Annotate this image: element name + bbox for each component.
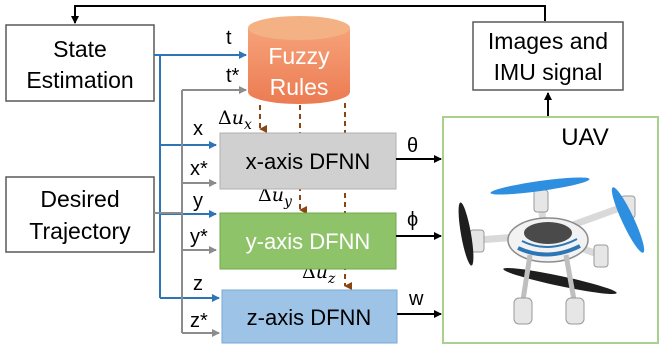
y-axis-dfnn-label: y-axis DFNN — [246, 229, 371, 254]
x-axis-dfnn-label: x-axis DFNN — [246, 149, 371, 174]
phi-label: ϕ — [407, 209, 418, 231]
reference-signal-lines — [154, 86, 247, 337]
z-axis-dfnn-block: z-axis DFNN — [221, 289, 398, 344]
fuzzy-rules-label-1: Fuzzy — [268, 43, 330, 69]
desired-trajectory-block: Desired Trajectory — [5, 176, 155, 253]
z-star-label: z* — [190, 310, 208, 332]
z-axis-dfnn-label: z-axis DFNN — [247, 305, 372, 330]
fuzzy-rules-cylinder: Fuzzy Rules — [248, 16, 350, 104]
y-star-label: y* — [190, 226, 208, 248]
output-arrows — [396, 155, 442, 318]
estimate-signal-lines — [154, 51, 247, 302]
state-estimation-label-2: Estimation — [26, 67, 133, 93]
state-estimation-label-1: State — [53, 36, 107, 62]
images-imu-label-1: Images and — [488, 28, 608, 54]
desired-trajectory-label-1: Desired — [40, 186, 119, 212]
delta-ux-label: Δux — [218, 107, 252, 133]
signal-labels: t t* x x* y y* z z* — [190, 27, 240, 332]
z-label: z — [193, 273, 203, 295]
feedback-line — [71, 5, 546, 24]
w-label: w — [408, 288, 424, 310]
x-label: x — [193, 118, 203, 140]
y-label: y — [193, 190, 203, 212]
theta-label: θ — [407, 135, 418, 157]
x-axis-dfnn-block: x-axis DFNN — [219, 132, 397, 190]
fuzzy-rules-label-2: Rules — [270, 74, 329, 100]
uav-label: UAV — [561, 124, 609, 151]
t-star-label: t* — [226, 65, 240, 87]
x-star-label: x* — [190, 158, 208, 180]
images-imu-label-2: IMU signal — [494, 59, 603, 85]
drone-image — [458, 177, 645, 325]
state-estimation-block: State Estimation — [5, 24, 155, 102]
uav-panel: UAV — [442, 116, 659, 344]
images-imu-block: Images and IMU signal — [472, 21, 624, 91]
desired-trajectory-label-2: Trajectory — [29, 218, 131, 244]
y-axis-dfnn-block: y-axis DFNN — [219, 212, 397, 270]
t-label: t — [226, 27, 232, 49]
